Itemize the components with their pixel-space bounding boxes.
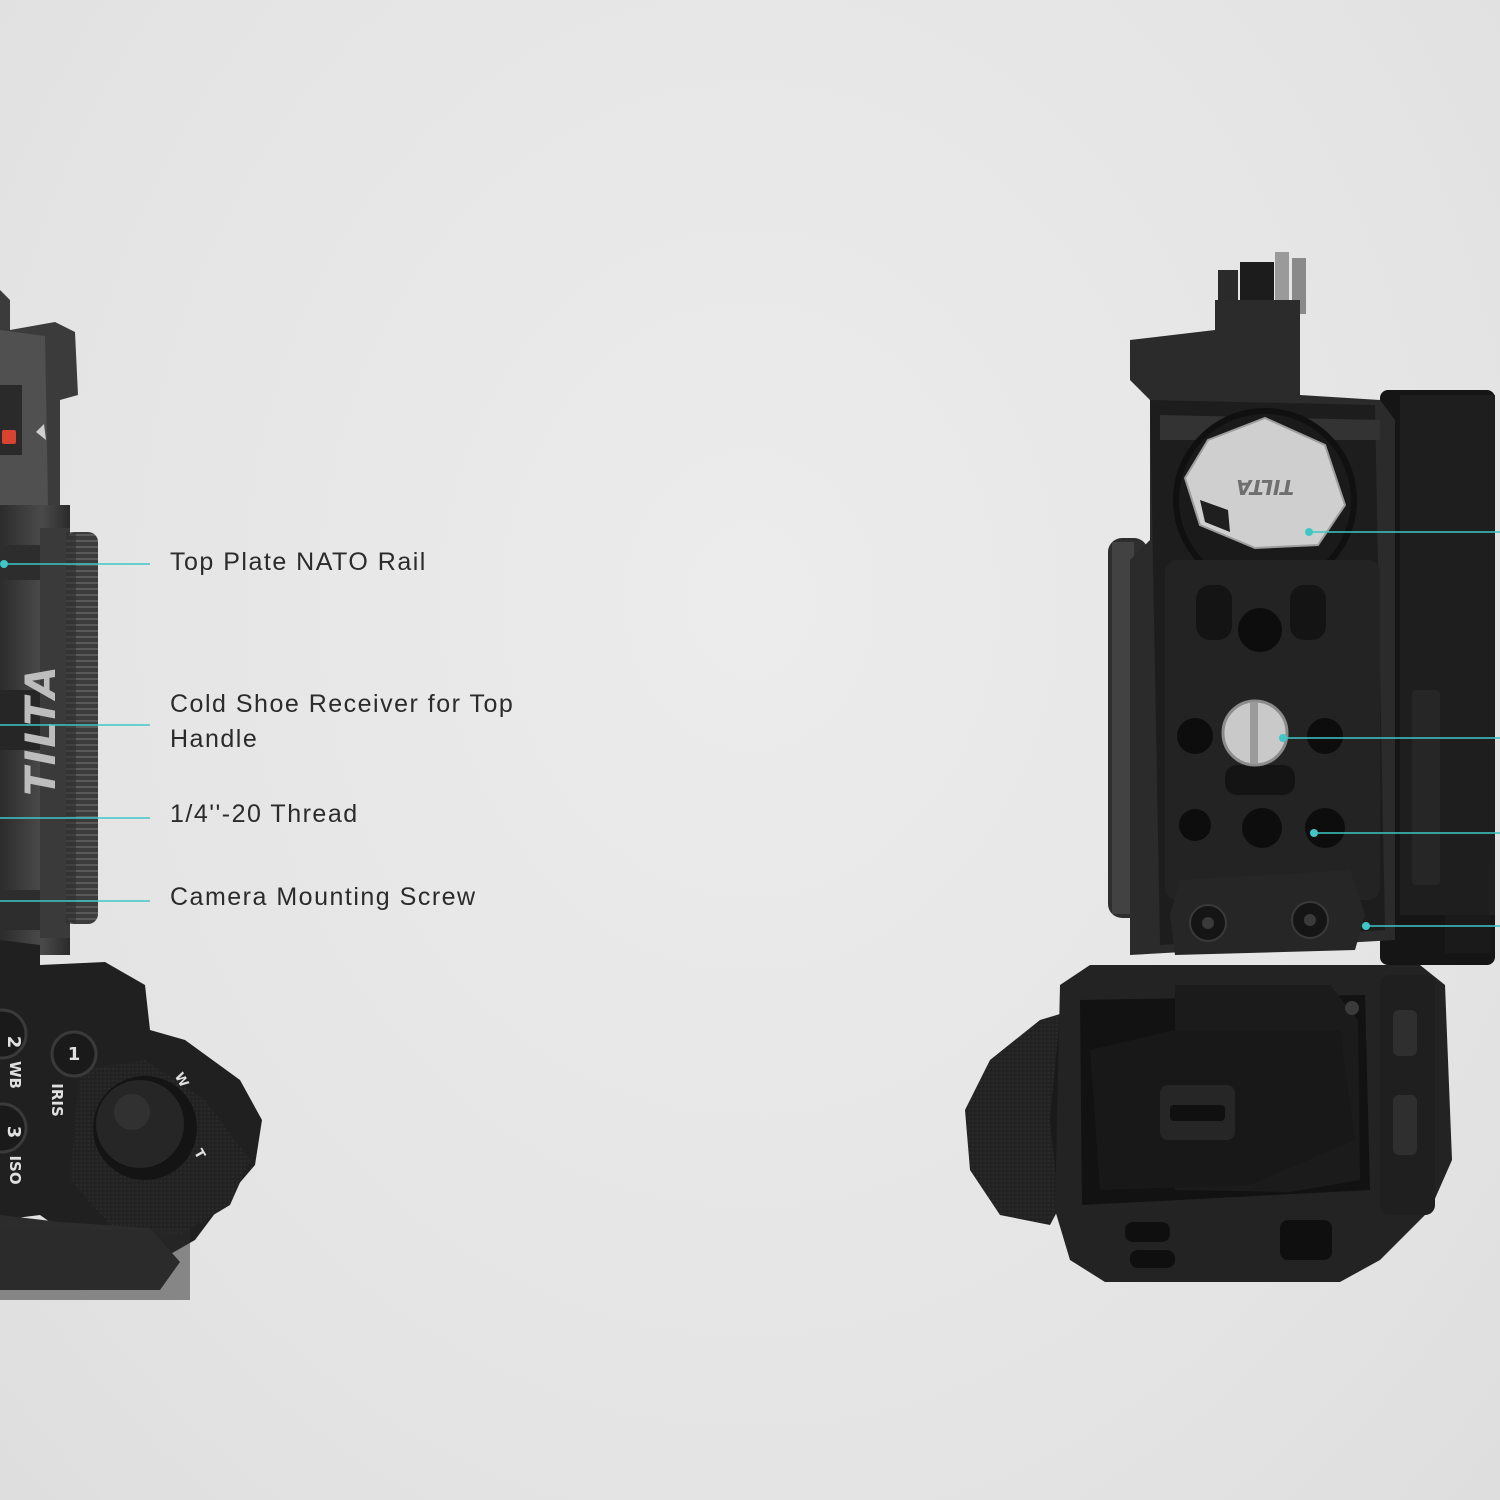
joystick-label-w: W — [171, 1070, 191, 1090]
right-cage-plate: TILTA — [1130, 300, 1395, 955]
left-cage-body: TILTA — [0, 505, 98, 955]
quick-release-brand: TILTA — [1236, 475, 1294, 499]
button-label-2: 2 — [3, 1036, 24, 1049]
button-label-wb: WB — [6, 1061, 24, 1089]
button-label-1: 1 — [68, 1044, 81, 1065]
callout-cold-shoe-receiver: Cold Shoe Receiver for Top Handle — [170, 690, 515, 753]
right-bottom-cage — [1055, 965, 1452, 1282]
callout-camera-mounting-screw: Camera Mounting Screw — [170, 883, 477, 911]
left-grip: 1 2 3 WB IRIS ISO W T — [0, 940, 262, 1300]
button-label-iso: ISO — [6, 1155, 24, 1184]
button-label-3: 3 — [3, 1126, 24, 1139]
left-brand-engraving: TILTA — [16, 664, 65, 796]
callout-top-plate-nato-rail: Top Plate NATO Rail — [170, 548, 427, 576]
left-top-handle — [0, 290, 78, 520]
callout-quarter-twenty-thread: 1/4''-20 Thread — [170, 800, 359, 828]
button-label-iris: IRIS — [48, 1083, 66, 1117]
